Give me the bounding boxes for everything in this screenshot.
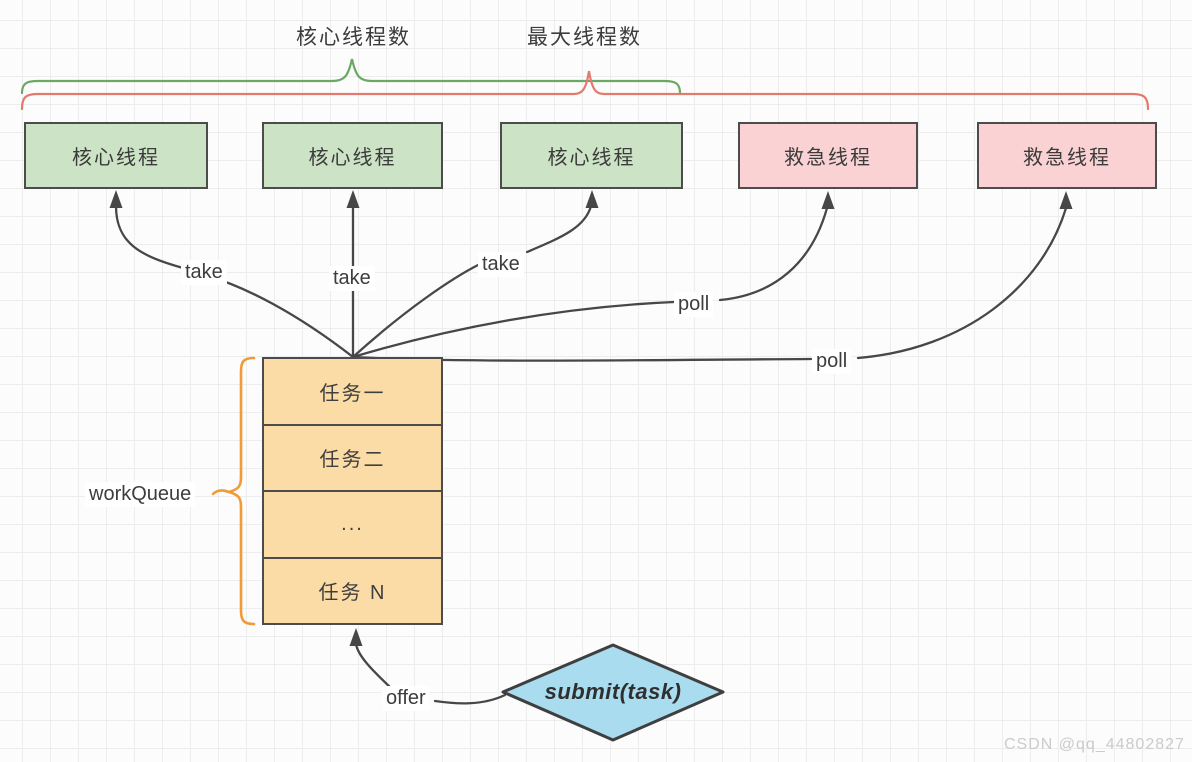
take-arrowhead-1 — [109, 190, 123, 208]
core-thread-box-1: 核心线程 — [24, 122, 208, 189]
queue-task-2: 任务二 — [264, 426, 441, 492]
poll-wire-1b — [718, 206, 829, 302]
take-label-1: take — [181, 260, 227, 285]
offer-wire-b — [354, 642, 393, 690]
poll-label-1: poll — [674, 292, 714, 317]
take-arrowhead-2 — [346, 190, 360, 208]
poll-wire-1 — [351, 300, 676, 359]
emergency-thread-box-1: 救急线程 — [738, 122, 918, 189]
max-pool-size-label: 最大线程数 — [527, 26, 642, 49]
submit-task-label: submit(task) — [544, 679, 682, 704]
queue-task-n: 任务 N — [318, 582, 387, 605]
poll-wire-2b — [856, 206, 1068, 360]
poll-label-2: poll — [812, 349, 852, 374]
max-pool-brace — [20, 70, 1150, 111]
emergency-thread-box-2: 救急线程 — [977, 122, 1157, 189]
offer-wire — [433, 693, 507, 705]
queue-task-1: 任务一 — [264, 359, 441, 426]
offer-arrowhead — [349, 628, 363, 646]
poll-arrowhead-1 — [821, 191, 835, 209]
take-arrowhead-3 — [585, 190, 599, 208]
take-wire-1b — [114, 204, 185, 270]
poll-arrowhead-2 — [1059, 191, 1073, 209]
core-pool-brace — [20, 58, 682, 95]
take-label-2: take — [329, 266, 375, 291]
offer-label: offer — [382, 686, 430, 711]
workqueue-brace — [224, 356, 256, 626]
core-pool-size-label: 核心线程数 — [296, 26, 411, 49]
take-label-3: take — [478, 252, 524, 277]
watermark: CSDN @qq_44802827 — [1004, 736, 1185, 753]
core-thread-box-2: 核心线程 — [262, 122, 443, 189]
core-thread-box-3: 核心线程 — [500, 122, 683, 189]
take-wire-3b — [525, 204, 593, 254]
workqueue-brace-tick — [211, 489, 231, 496]
queue-task-ellipsis: ... — [264, 492, 441, 559]
work-queue: 任务一 任务二 ... 任务 N — [262, 357, 443, 625]
workqueue-label: workQueue — [85, 482, 196, 507]
